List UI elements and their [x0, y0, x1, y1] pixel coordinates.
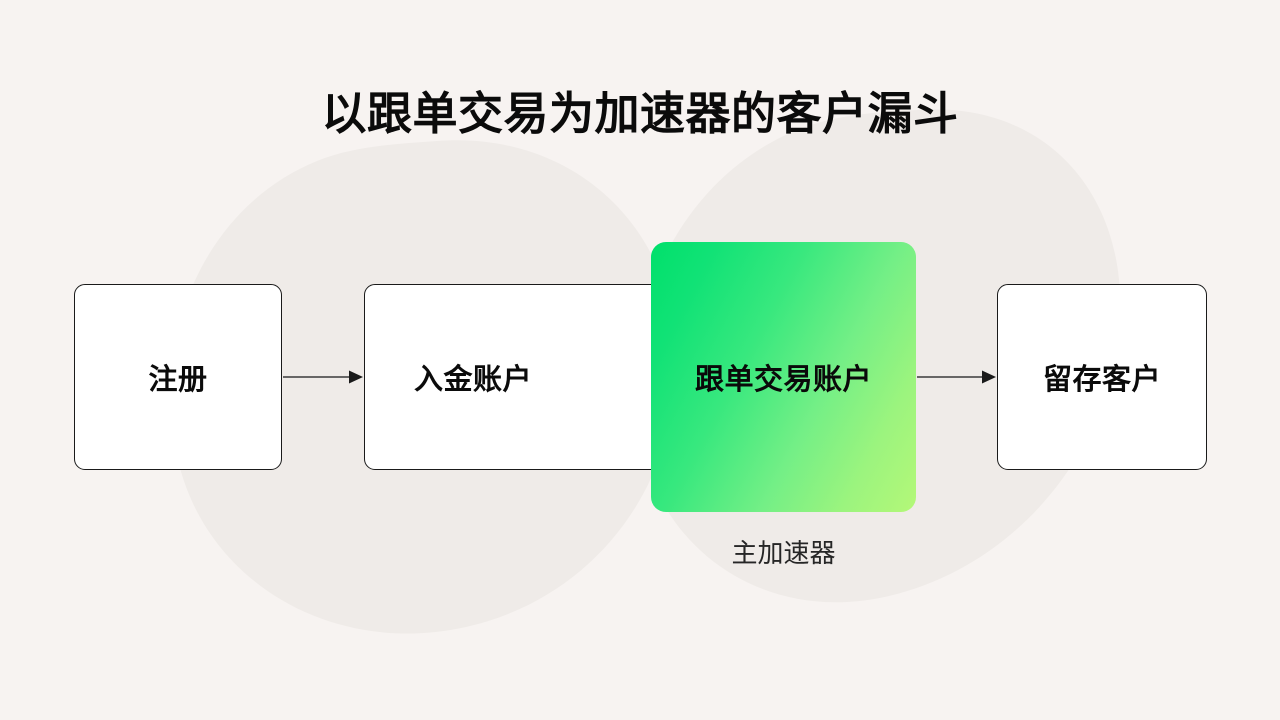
- connector-arrow-accelerator-to-retain: [917, 370, 996, 384]
- funnel-stage-copy-trading-account[interactable]: 跟单交易账户: [651, 242, 916, 512]
- arrow-right-icon: [982, 370, 996, 384]
- funnel-stage-label: 留存客户: [1042, 364, 1161, 396]
- connector-arrow-register-to-deposit: [283, 370, 363, 384]
- funnel-stage-label: 注册: [148, 364, 208, 396]
- funnel-stage-label: 入金账户: [413, 364, 532, 396]
- arrow-right-icon: [349, 370, 363, 384]
- funnel-stage-label: 跟单交易账户: [694, 364, 872, 396]
- page-title: 以跟单交易为加速器的客户漏斗: [321, 88, 959, 139]
- funnel-stage-register[interactable]: 注册: [74, 284, 282, 470]
- accelerator-caption: 主加速器: [731, 538, 836, 568]
- funnel-stage-deposit[interactable]: 入金账户: [364, 284, 694, 470]
- funnel-stage-retained-customers[interactable]: 留存客户: [997, 284, 1207, 470]
